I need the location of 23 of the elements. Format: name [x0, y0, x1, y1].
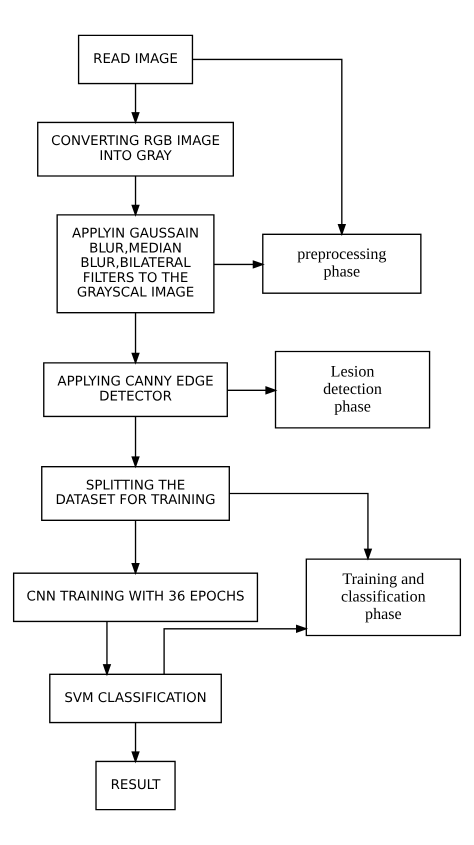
node-box: APPLYING CANNY EDGE DETECTOR: [43, 362, 228, 418]
node-box: CNN TRAINING WITH 36 EPOCHS: [12, 572, 258, 622]
arrow: [228, 386, 278, 395]
arrow: [131, 84, 140, 124]
arrow: [102, 622, 112, 676]
arrow: [131, 520, 140, 576]
arrow: [131, 176, 140, 217]
node-box: Training and classification phase: [306, 558, 462, 636]
node-box: RESULT: [95, 760, 176, 810]
node-box: READ IMAGE: [78, 34, 194, 84]
node-box: SVM CLASSIFICATION: [49, 674, 222, 724]
arrow: [131, 312, 140, 365]
node-box: Lesion detection phase: [274, 350, 430, 429]
arrow: [131, 722, 140, 764]
arrow: [193, 58, 346, 236]
node-box: CONVERTING RGB IMAGE INTO GRAY: [37, 122, 234, 177]
arrow: [214, 260, 265, 269]
node-box: APPLYIN GAUSSAIN BLUR,MEDIAN BLUR,BILATERAL FILTERS TO THE GRAYSCAL IMAGE: [56, 214, 215, 314]
arrow: [229, 492, 372, 561]
node-box: preprocessing phase: [262, 234, 422, 294]
node-box: SPLITTING THE DATASET FOR TRAINING: [41, 466, 230, 521]
arrow: [163, 624, 308, 674]
arrow: [131, 416, 140, 468]
